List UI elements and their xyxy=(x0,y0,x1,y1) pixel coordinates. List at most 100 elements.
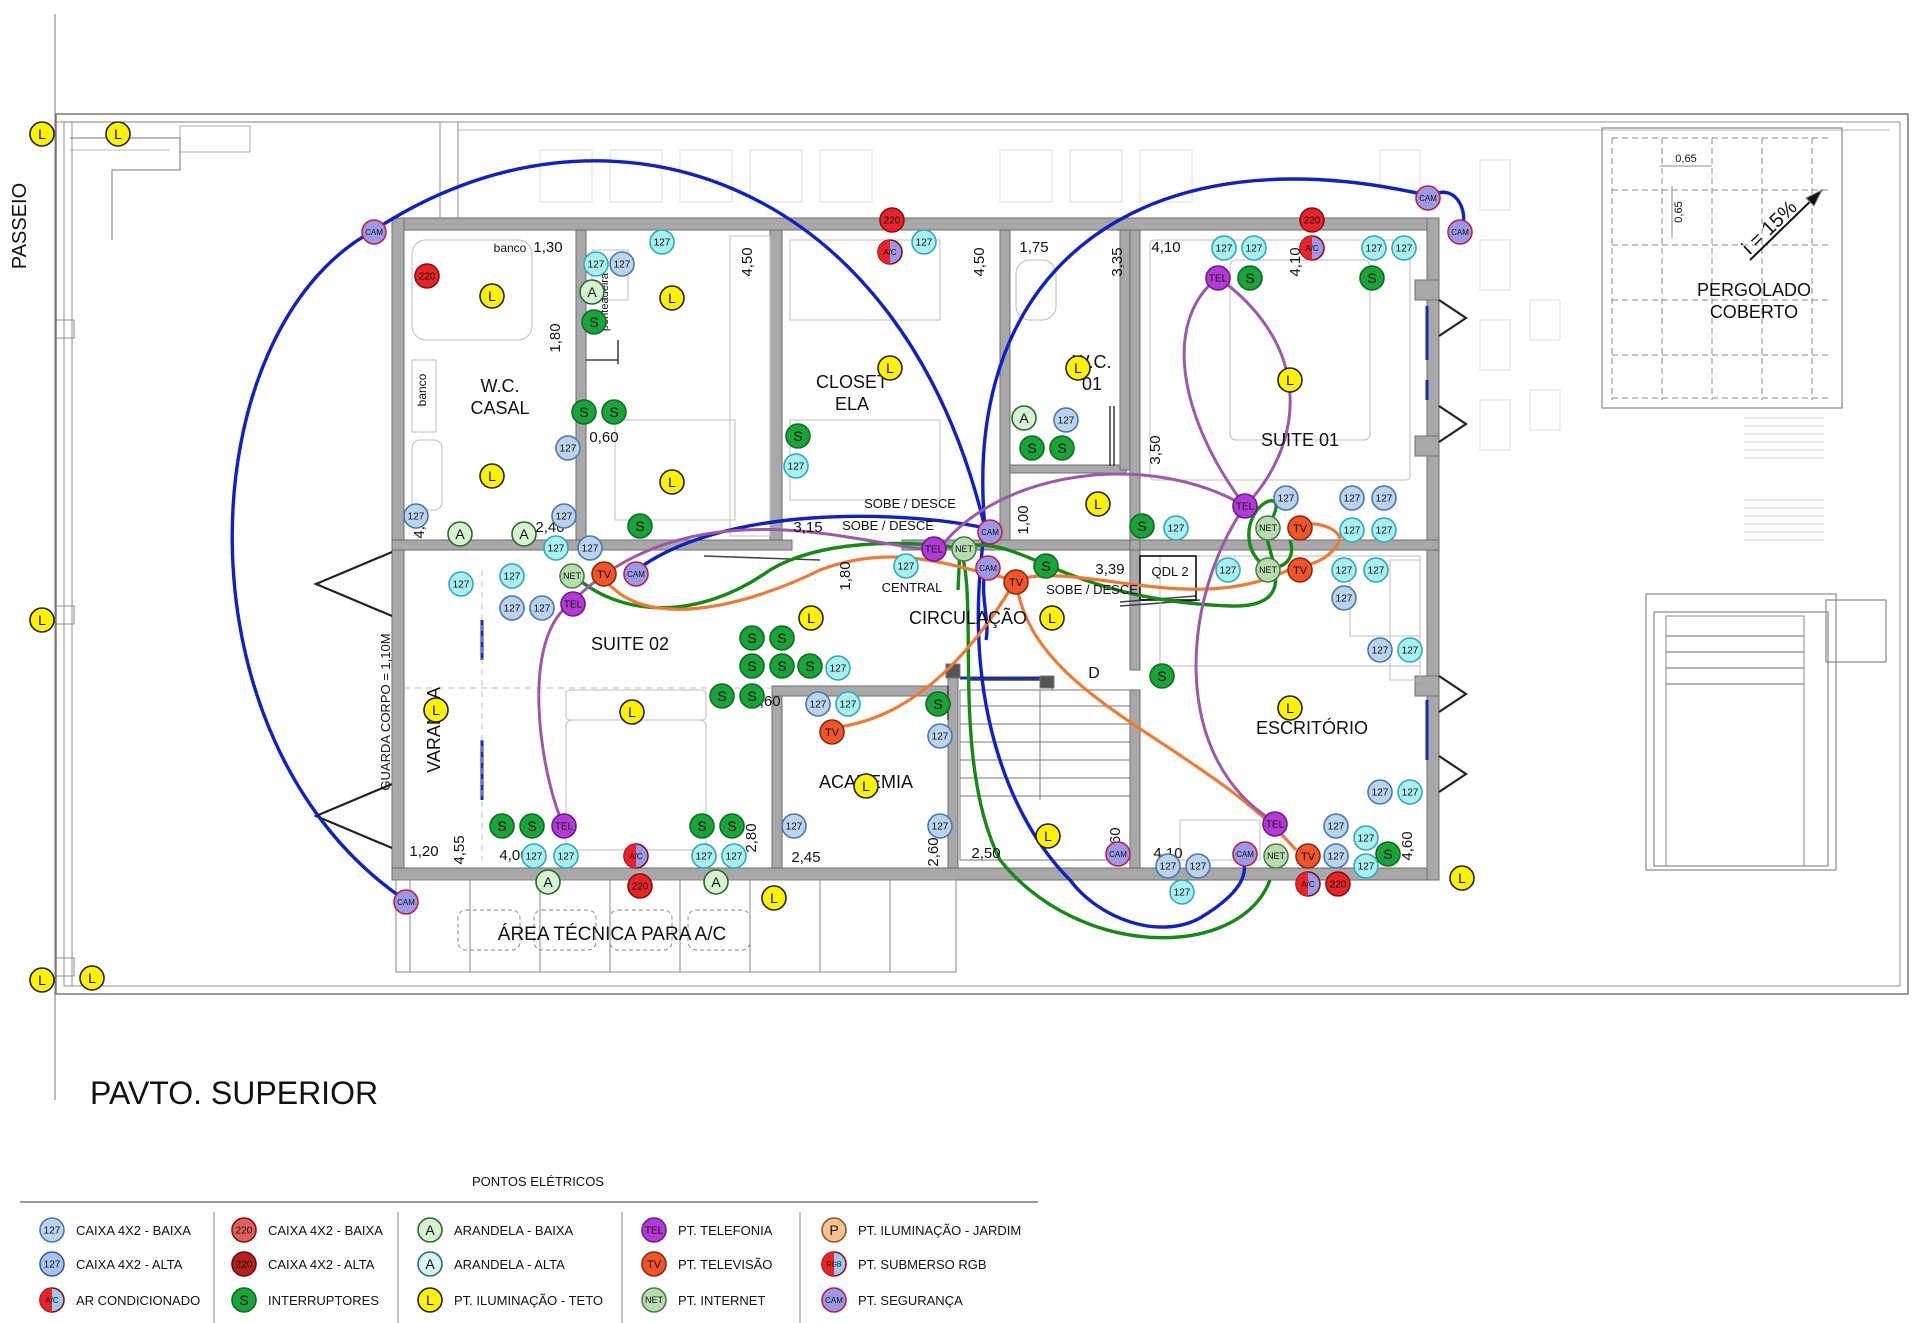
svg-text:S: S xyxy=(793,428,802,444)
outlet-127-marker: 127 xyxy=(893,553,919,579)
outlet-127-marker: 127 xyxy=(825,655,851,681)
outlet-l-marker: L xyxy=(423,697,449,723)
dimension-label: 3,35 xyxy=(1109,247,1126,276)
svg-text:TEL: TEL xyxy=(1266,820,1285,831)
outlet-net-marker: NET xyxy=(1255,557,1281,583)
dimension-label: 4,50 xyxy=(739,247,756,276)
svg-text:S: S xyxy=(497,818,506,834)
pergolado-dim-a: 0,65 xyxy=(1675,153,1696,165)
outlet-tv-marker: TV xyxy=(1295,843,1321,869)
svg-text:127: 127 xyxy=(1358,862,1375,873)
dimension-label: 3,39 xyxy=(1095,561,1124,578)
outlet-127-marker: 127 xyxy=(1339,517,1365,543)
outlet-tv-marker: TV xyxy=(1287,557,1313,583)
outlet-s-marker: S xyxy=(1237,265,1263,291)
svg-text:A: A xyxy=(543,874,553,890)
outlet-127-marker: 127 xyxy=(1331,557,1357,583)
svg-text:127: 127 xyxy=(696,852,713,863)
svg-text:NET: NET xyxy=(955,544,974,554)
outlet-127-marker: 127 xyxy=(721,843,747,869)
svg-text:220: 220 xyxy=(1304,216,1321,227)
outlet-cam-marker: CAM xyxy=(1105,841,1131,867)
outlet-cam-marker: CAM xyxy=(623,561,649,587)
outlet-cam-marker: CAM xyxy=(975,555,1001,581)
outlet-l-marker: L xyxy=(1277,367,1303,393)
dimension-label: 0,60 xyxy=(589,429,618,446)
svg-text:S: S xyxy=(1137,518,1146,534)
svg-text:TV: TV xyxy=(597,569,612,581)
room-suite02: SUITE 02 xyxy=(591,634,669,654)
svg-text:127: 127 xyxy=(1372,646,1389,657)
outlet-tv-marker: TV xyxy=(1287,515,1313,541)
outlet-cam-marker: CAM xyxy=(393,889,419,915)
svg-text:A: A xyxy=(711,874,721,890)
outlet-127-marker: 127 xyxy=(1163,515,1189,541)
outlet-l-marker: L xyxy=(659,285,685,311)
svg-text:S: S xyxy=(717,688,726,704)
outlet-l-marker: L xyxy=(79,965,105,991)
legend-label: AR CONDICIONADO xyxy=(76,1293,200,1308)
svg-text:S: S xyxy=(635,518,644,534)
outlet-127-marker: 127 xyxy=(1155,853,1181,879)
svg-text:127: 127 xyxy=(1190,862,1207,873)
svg-text:NET: NET xyxy=(1259,565,1278,575)
svg-text:S: S xyxy=(933,696,942,712)
svg-text:S: S xyxy=(579,404,588,420)
svg-text:L: L xyxy=(1048,610,1056,626)
svg-text:S: S xyxy=(747,688,756,704)
legend-symbol: L xyxy=(426,1292,434,1308)
slope-label: i = 15% xyxy=(1738,196,1802,259)
outlet-127-marker: 127 xyxy=(1367,637,1393,663)
svg-text:S: S xyxy=(1245,270,1254,286)
svg-text:127: 127 xyxy=(932,822,949,833)
svg-text:127: 127 xyxy=(1174,888,1191,899)
outlet-net-marker: NET xyxy=(1263,843,1289,869)
svg-text:TEL: TEL xyxy=(564,600,583,611)
svg-text:CAM: CAM xyxy=(1419,194,1437,203)
cables-purple xyxy=(537,274,1292,824)
legend-label: ARANDELA - BAIXA xyxy=(454,1223,574,1238)
svg-text:127: 127 xyxy=(1376,526,1393,537)
outlet-l-marker: L xyxy=(659,469,685,495)
svg-text:S: S xyxy=(1367,270,1376,286)
svg-text:A: A xyxy=(1019,410,1029,426)
outlet-s-marker: S xyxy=(739,683,765,709)
dimension-label: 1,20 xyxy=(409,843,438,860)
outlet-127-marker: 127 xyxy=(583,251,609,277)
air-conditioner-marker: A/C xyxy=(1299,235,1325,261)
outlet-s-marker: S xyxy=(739,653,765,679)
svg-text:127: 127 xyxy=(1278,494,1295,505)
outlet-a-marker: A xyxy=(703,869,729,895)
passeio-label: PASSEIO xyxy=(9,183,31,269)
legend-symbol: CAM xyxy=(825,1296,843,1305)
svg-text:127: 127 xyxy=(932,732,949,743)
legend-label: CAIXA 4X2 - BAIXA xyxy=(268,1223,383,1238)
outlet-127-marker: 127 xyxy=(1323,843,1349,869)
svg-text:127: 127 xyxy=(810,700,827,711)
svg-text:CAM: CAM xyxy=(1236,850,1254,859)
outlet-127-marker: 127 xyxy=(553,843,579,869)
legend-title: PONTOS ELÉTRICOS xyxy=(472,1174,604,1189)
outlet-127-marker: 127 xyxy=(835,691,861,717)
pergolado-dim-b: 0,65 xyxy=(1673,201,1685,222)
legend-label: CAIXA 4X2 - BAIXA xyxy=(76,1223,191,1238)
outlet-s-marker: S xyxy=(719,813,745,839)
legend-label: PT. ILUMINAÇÃO - JARDIM xyxy=(858,1223,1021,1238)
pergolado xyxy=(1601,127,1843,409)
outlet-127-marker: 127 xyxy=(1363,557,1389,583)
outlet-tel-marker: TEL xyxy=(1232,493,1258,519)
outlet-127-marker: 127 xyxy=(499,595,525,621)
dimension-label: 1,80 xyxy=(547,323,564,352)
svg-text:127: 127 xyxy=(1366,244,1383,255)
outlet-tel-marker: TEL xyxy=(560,591,586,617)
svg-text:L: L xyxy=(668,474,676,490)
